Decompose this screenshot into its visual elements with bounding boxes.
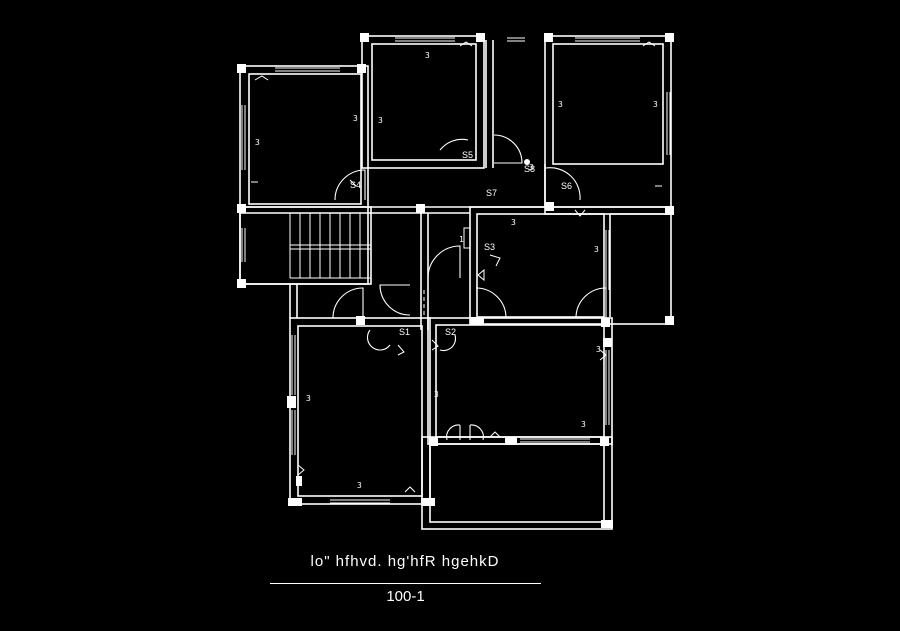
- dim-mark: 3: [434, 390, 439, 399]
- dim-mark: 3: [529, 163, 534, 172]
- dim-mark: 3: [255, 138, 260, 147]
- dim-mark: 3: [511, 218, 516, 227]
- dimension-marks: 3 3 3 3 3 3 3 3 3 3 3 3 3 3 1: [255, 51, 658, 490]
- dim-mark: 3: [357, 481, 362, 490]
- switch-label: S6: [561, 181, 572, 191]
- dim-mark: 3: [596, 345, 601, 354]
- dim-mark: 3: [594, 245, 599, 254]
- dim-mark: 1: [459, 235, 464, 244]
- fixtures: [251, 41, 662, 493]
- switch-label: S4: [350, 180, 361, 190]
- dim-mark: 3: [581, 420, 586, 429]
- switch-label: S3: [484, 242, 495, 252]
- switch-label: S5: [462, 150, 473, 160]
- stairs: [289, 213, 371, 279]
- dim-mark: 3: [353, 114, 358, 123]
- dim-mark: 3: [425, 51, 430, 60]
- columns: [237, 33, 674, 528]
- switch-label: S8: [524, 164, 535, 174]
- dim-mark: 3: [378, 116, 383, 125]
- dim-mark: 3: [558, 100, 563, 109]
- drawing-title: lo" hfhvd. hg'hfR hgehkD: [310, 553, 500, 570]
- windows: [241, 37, 671, 504]
- dim-mark: 3: [306, 394, 311, 403]
- switch-labels: S1 S2 S3 S4 S5 S6 S7 S8: [350, 150, 572, 337]
- title-underline: [270, 583, 541, 584]
- switch-label: S2: [445, 327, 456, 337]
- switch-label: S7: [486, 188, 497, 198]
- doors: [332, 134, 607, 441]
- dim-mark: 3: [653, 100, 658, 109]
- switch-label: S1: [399, 327, 410, 337]
- drawing-scale: 100-1: [386, 588, 425, 605]
